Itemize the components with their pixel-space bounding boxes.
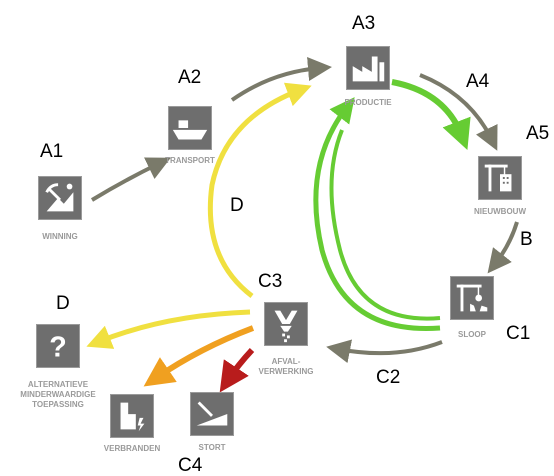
crusher-icon [274, 310, 298, 343]
demolition-crane-icon [456, 284, 488, 312]
factory-icon [352, 56, 385, 82]
arrow-green-productie-nieuwbouw [391, 79, 471, 150]
arrow-red-stort [219, 347, 255, 393]
sloop-caption: SLOOP [457, 330, 486, 339]
ship-icon [172, 120, 208, 140]
stage-label-a1: A1 [40, 141, 64, 162]
svg-text:?: ? [49, 332, 67, 364]
verbranden-node [110, 394, 154, 438]
nieuwbouw-caption: NIEUWBOUW [474, 207, 526, 216]
stage-label-a4: A4 [466, 71, 490, 92]
mining-icon [45, 183, 74, 212]
stage-label-b: B [520, 229, 533, 250]
sloop-node [450, 276, 494, 320]
verbranden-caption: VERBRANDEN [103, 444, 161, 453]
stage-label-a3: A3 [352, 13, 376, 34]
productie-caption: PRODUCTIE [344, 98, 392, 107]
afvalverwerking-caption: AFVAL- VERWERKING [258, 357, 314, 376]
question-mark-icon: ? [49, 332, 67, 364]
arrow-winning-transport [90, 157, 171, 202]
alternatief-caption: ALTERNATIEVE MINDERWAARDIGE TOEPASSING [20, 380, 96, 409]
arrow-green-inner-loop [329, 129, 441, 321]
stort-caption: STORT [198, 443, 226, 452]
arrow-productie-nieuwbouw [419, 73, 498, 151]
alternatief-node: ? [36, 324, 80, 368]
winning-node [38, 176, 82, 220]
arrow-green-outer-loop [313, 97, 441, 332]
stage-label-c3: C3 [258, 271, 283, 292]
productie-node [346, 46, 390, 90]
incinerator-icon [120, 402, 145, 432]
stort-node [190, 392, 234, 436]
transport-node [168, 106, 212, 150]
stage-label-c2: C2 [376, 367, 401, 388]
transport-caption: TRANSPORT [165, 156, 215, 165]
stage-label-a5: A5 [526, 123, 550, 144]
crane-building-icon [484, 164, 512, 192]
afvalverwerking-node [264, 302, 308, 346]
stage-label-a2: A2 [178, 67, 202, 88]
nieuwbouw-node [478, 156, 522, 200]
stage-label-d-alternatief: D [56, 293, 70, 314]
arrow-nieuwbouw-sloop [487, 221, 519, 274]
winning-caption: WINNING [42, 232, 78, 241]
stage-label-c4: C4 [178, 455, 203, 476]
arrow-yellow-upcycle [207, 82, 312, 298]
arrow-sloop-afvalverwerking [326, 339, 443, 364]
landfill-icon [196, 401, 228, 426]
arrow-yellow-alternatief [86, 309, 251, 349]
arrow-orange-verbranden [143, 325, 255, 387]
stage-label-d-upcycle: D [230, 195, 244, 216]
arrow-transport-productie [230, 57, 332, 102]
stage-label-c1: C1 [506, 323, 531, 344]
